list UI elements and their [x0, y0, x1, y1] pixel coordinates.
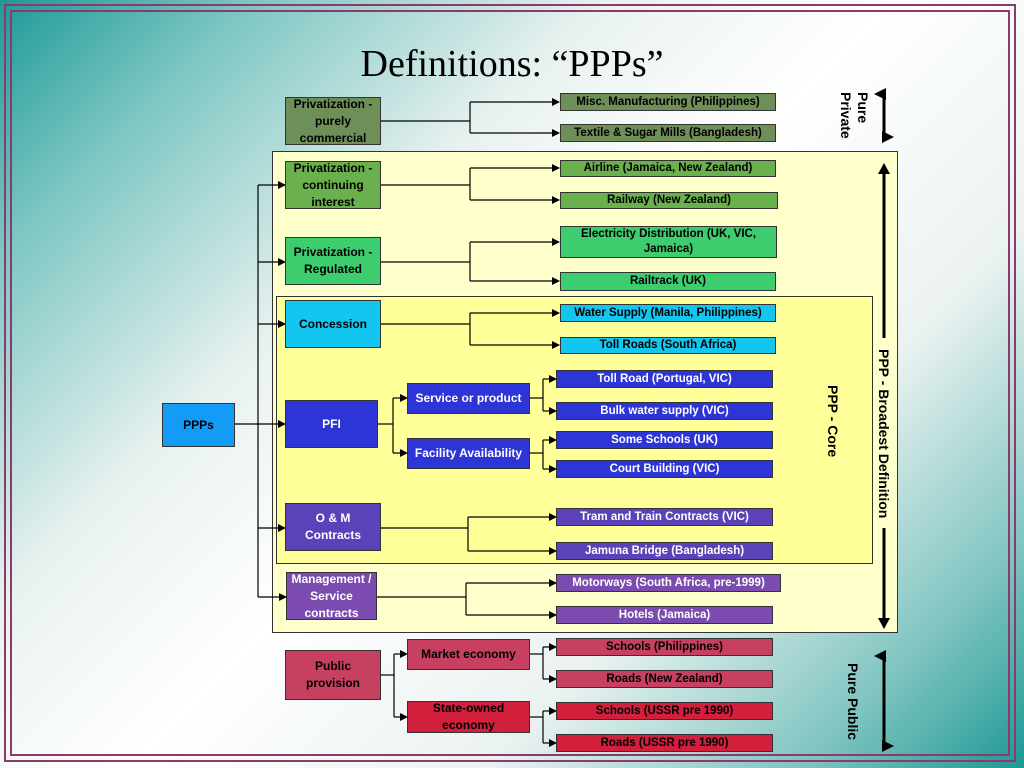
example-toll-roads-sa: Toll Roads (South Africa)	[560, 337, 776, 354]
example-electricity: Electricity Distribution (UK, VIC, Jamai…	[560, 226, 777, 258]
example-misc-manufacturing: Misc. Manufacturing (Philippines)	[560, 93, 776, 111]
ppp-broadest-label: PPP - Broadest Definition	[876, 349, 892, 519]
public-provision-box: Public provision	[285, 650, 381, 700]
slide-frame-outer	[4, 4, 1016, 762]
privatization-commercial-box: Privatization - purely commercial	[285, 97, 381, 145]
pure-public-label: Pure Public	[845, 663, 861, 741]
pure-private-label: Pure Private	[838, 92, 871, 139]
example-tram-train: Tram and Train Contracts (VIC)	[556, 508, 773, 526]
service-or-product-box: Service or product	[407, 383, 530, 414]
ppp-core-label: PPP - Core	[825, 384, 841, 458]
privatization-regulated-box: Privatization - Regulated	[285, 237, 381, 285]
slide-title: Definitions: “PPPs”	[360, 43, 664, 85]
management-service-box: Management / Service contracts	[286, 572, 377, 620]
concession-box: Concession	[285, 300, 381, 348]
example-water-supply: Water Supply (Manila, Philippines)	[560, 304, 776, 322]
example-textile-sugar: Textile & Sugar Mills (Bangladesh)	[560, 124, 776, 142]
example-bulk-water: Bulk water supply (VIC)	[556, 402, 773, 420]
example-railtrack: Railtrack (UK)	[560, 272, 776, 291]
slide-frame-inner	[10, 10, 1010, 756]
example-railway-nz: Railway (New Zealand)	[560, 192, 778, 209]
facility-availability-box: Facility Availability	[407, 438, 530, 469]
pfi-box: PFI	[285, 400, 378, 448]
om-contracts-box: O & M Contracts	[285, 503, 381, 551]
example-hotels: Hotels (Jamaica)	[556, 606, 773, 624]
example-airline: Airline (Jamaica, New Zealand)	[560, 160, 776, 177]
example-toll-road-portugal: Toll Road (Portugal, VIC)	[556, 370, 773, 388]
privatization-continuing-box: Privatization - continuing interest	[285, 161, 381, 209]
state-owned-economy-box: State-owned economy	[407, 701, 530, 733]
example-roads-nz: Roads (New Zealand)	[556, 670, 773, 688]
example-schools-ussr: Schools (USSR pre 1990)	[556, 702, 773, 720]
example-roads-ussr: Roads (USSR pre 1990)	[556, 734, 773, 752]
market-economy-box: Market economy	[407, 639, 530, 670]
ppps-root-box: PPPs	[162, 403, 235, 447]
example-court-building: Court Building (VIC)	[556, 460, 773, 478]
example-schools-ph: Schools (Philippines)	[556, 638, 773, 656]
example-motorways: Motorways (South Africa, pre-1999)	[556, 574, 781, 592]
example-some-schools: Some Schools (UK)	[556, 431, 773, 449]
example-jamuna-bridge: Jamuna Bridge (Bangladesh)	[556, 542, 773, 560]
